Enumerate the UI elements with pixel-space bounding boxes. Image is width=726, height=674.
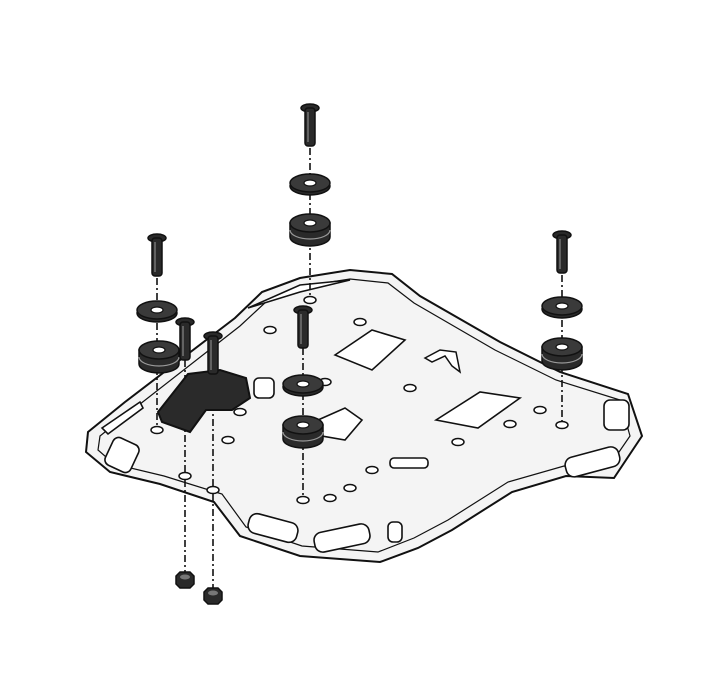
adapter-bracket bbox=[156, 368, 252, 434]
fastener-stack-center-rear bbox=[289, 103, 331, 247]
brand-logo-icon bbox=[423, 349, 462, 374]
rack-plate bbox=[84, 268, 644, 564]
fastener-stack-left bbox=[136, 233, 180, 374]
nuts bbox=[175, 571, 223, 605]
fastener-stack-right bbox=[541, 230, 583, 371]
plate-cutouts bbox=[100, 279, 630, 553]
